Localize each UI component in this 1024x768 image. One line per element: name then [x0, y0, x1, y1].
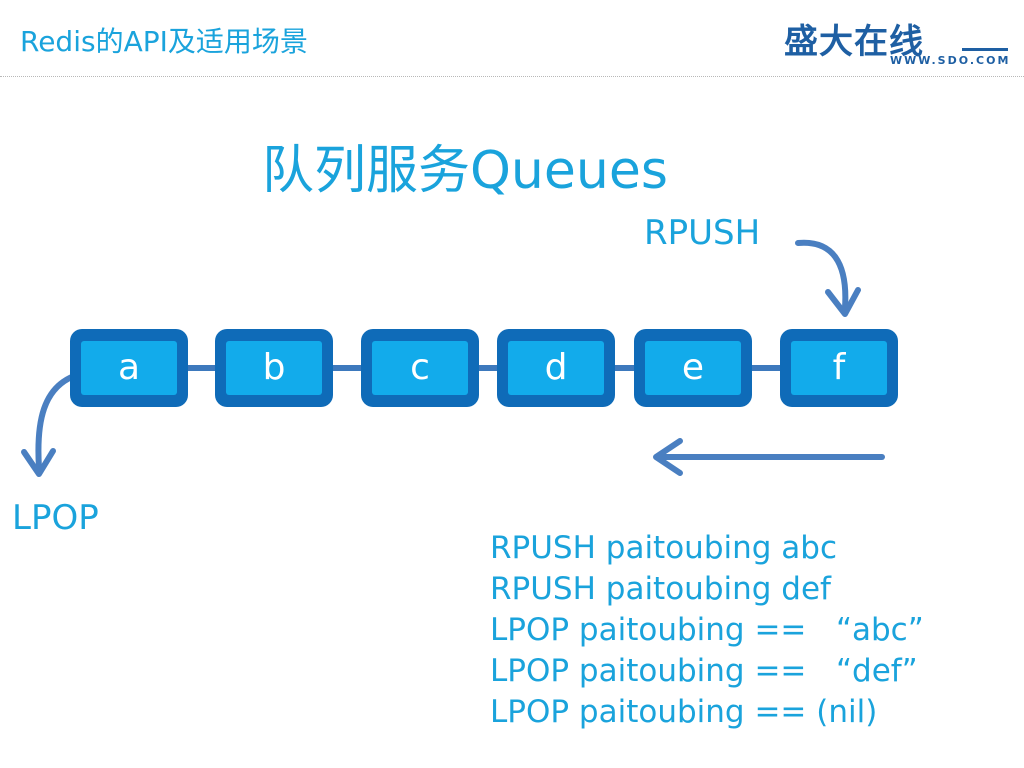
command-line: LPOP paitoubing == “abc” — [490, 612, 924, 648]
rpush-label: RPUSH — [644, 213, 761, 253]
queue-node-a: a — [70, 329, 188, 407]
direction-arrowhead-icon — [653, 438, 683, 476]
queue-node-c: c — [361, 329, 479, 407]
command-line: RPUSH paitoubing def — [490, 571, 831, 607]
header-divider — [0, 76, 1024, 77]
queue-node-label: d — [508, 341, 604, 395]
lpop-label: LPOP — [12, 498, 99, 538]
queue-node-f: f — [780, 329, 898, 407]
queue-node-b: b — [215, 329, 333, 407]
rpush-arrowhead-icon — [825, 287, 861, 317]
command-line: LPOP paitoubing == “def” — [490, 653, 918, 689]
queue-node-label: b — [226, 341, 322, 395]
command-line: LPOP paitoubing == (nil) — [490, 694, 878, 730]
lpop-arrowhead-icon — [21, 448, 56, 477]
logo-text: 盛大在线 — [784, 22, 924, 62]
queue-node-e: e — [634, 329, 752, 407]
queue-node-label: c — [372, 341, 468, 395]
logo: 盛大在线 WWW.SDO.COM — [784, 14, 1014, 74]
queue-node-label: e — [645, 341, 741, 395]
logo-underline — [962, 48, 1008, 51]
lpop-arrow-icon — [35, 373, 77, 471]
rpush-arrow-icon — [795, 239, 849, 311]
logo-url: WWW.SDO.COM — [890, 54, 1011, 67]
slide-title: 队列服务Queues — [262, 141, 668, 201]
queue-node-d: d — [497, 329, 615, 407]
queue-node-label: a — [81, 341, 177, 395]
command-list: RPUSH paitoubing abc RPUSH paitoubing de… — [490, 528, 924, 733]
command-line: RPUSH paitoubing abc — [490, 530, 838, 566]
queue-node-label: f — [791, 341, 887, 395]
header-title: Redis的API及适用场景 — [20, 25, 308, 58]
